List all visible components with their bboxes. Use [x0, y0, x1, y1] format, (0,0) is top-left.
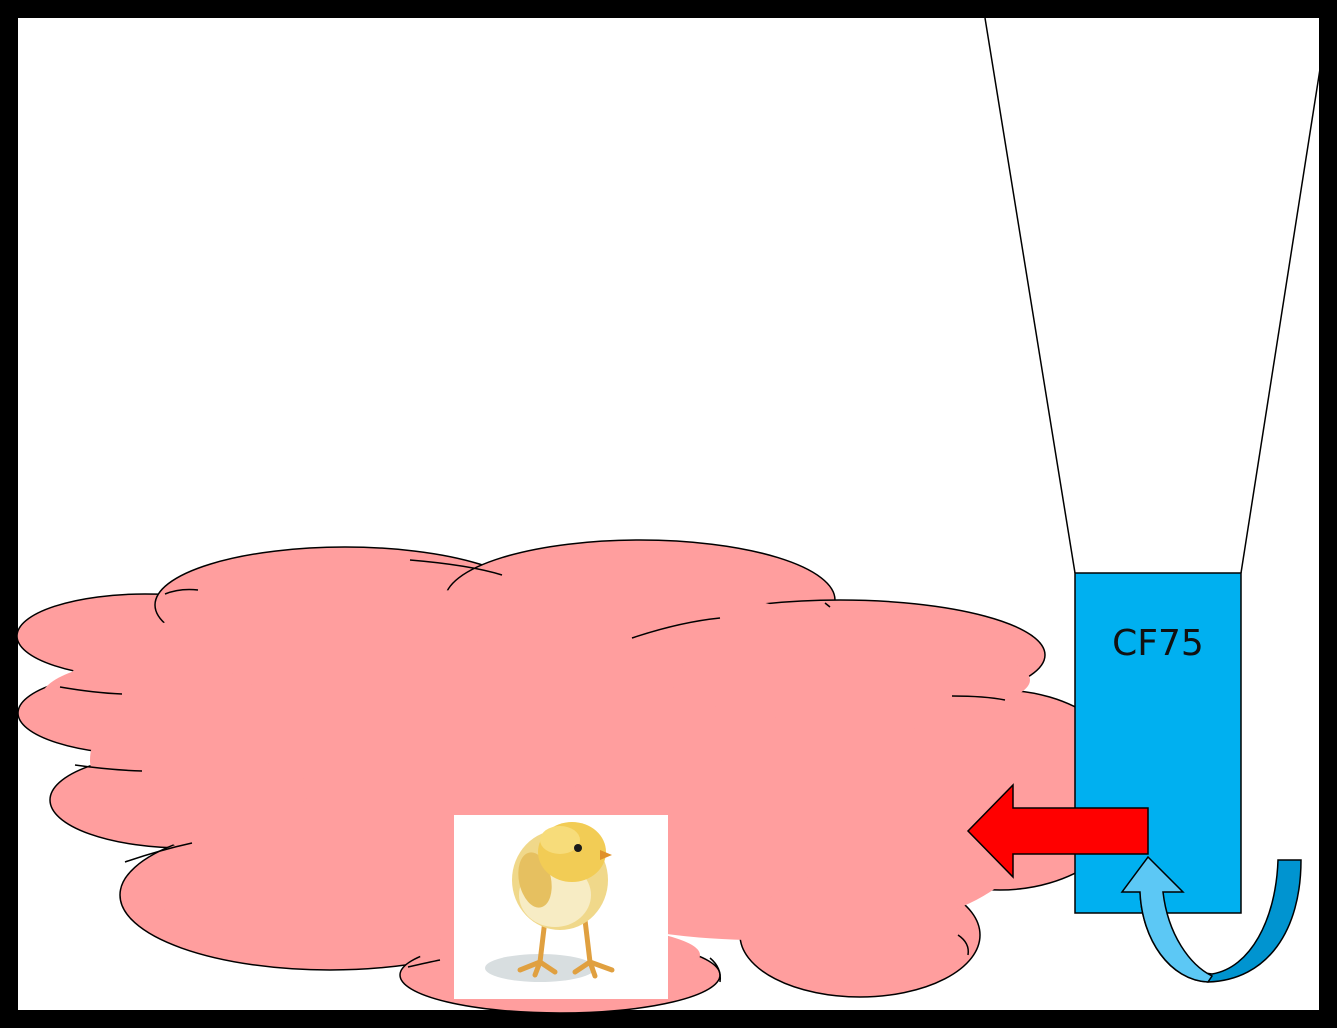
heat-flow-arrow	[966, 783, 1149, 879]
chick-photo	[454, 815, 668, 999]
heat-cloud-lobes	[59, 559, 1006, 983]
cf75-label: CF75	[1112, 623, 1204, 664]
light-cone	[984, 17, 1329, 574]
cf75-device	[1074, 572, 1242, 914]
intake-arrow	[1120, 855, 1302, 983]
